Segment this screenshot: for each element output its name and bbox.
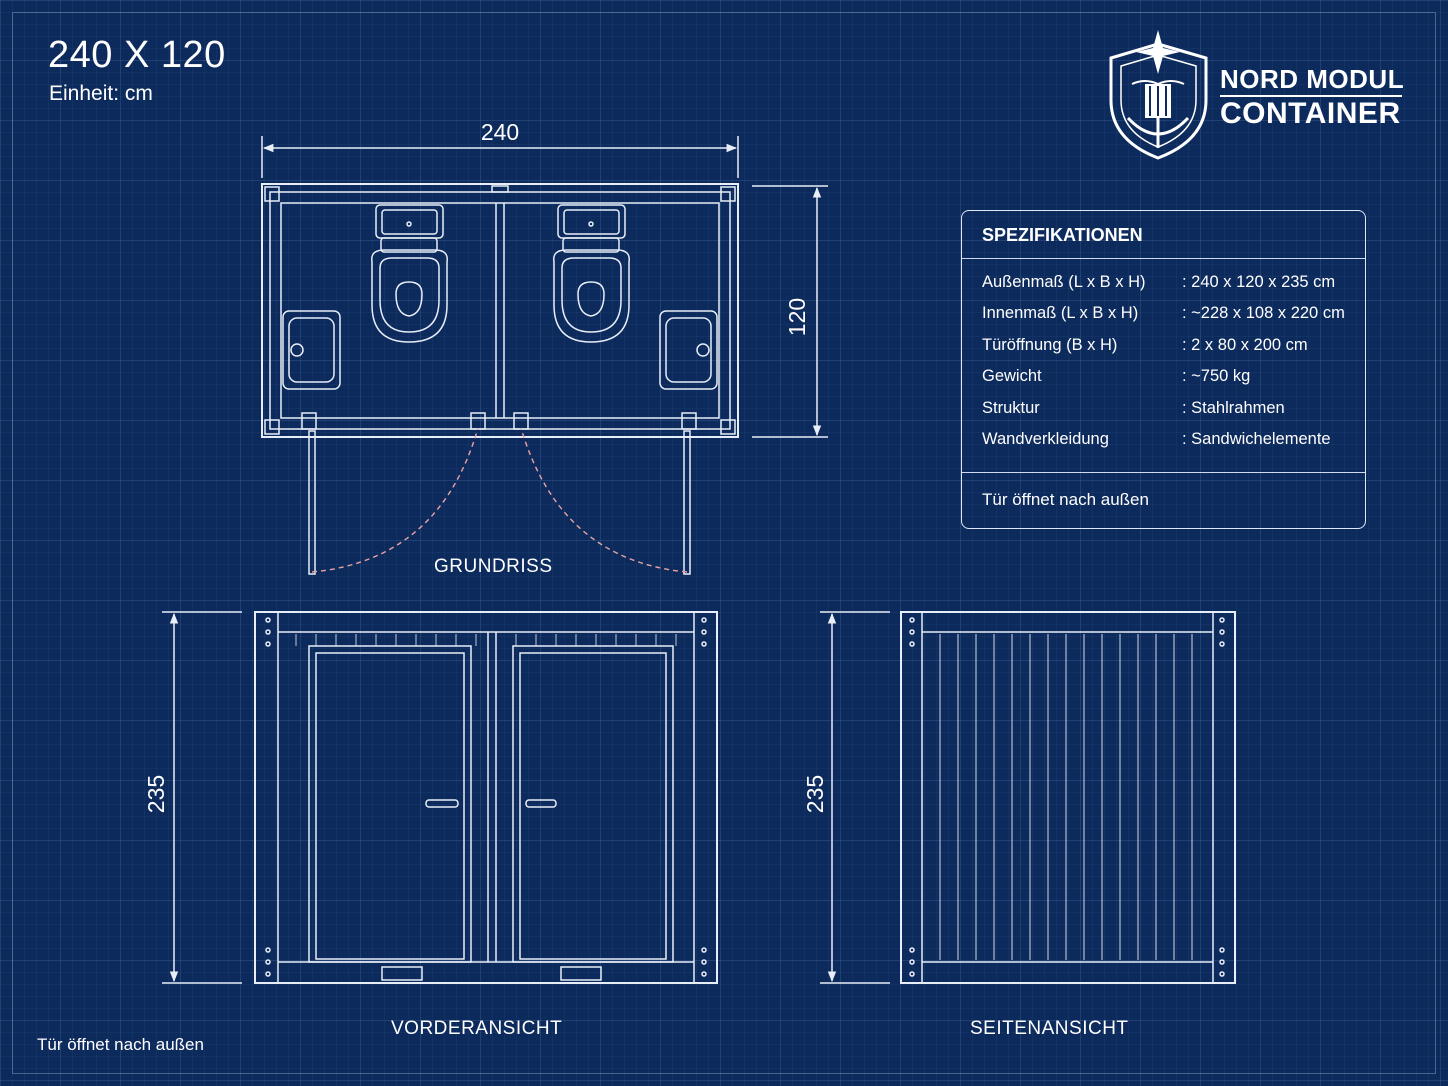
blueprint-frame — [12, 12, 1436, 1074]
spec-footer-note: Tür öffnet nach außen — [982, 490, 1149, 509]
footnote: Tür öffnet nach außen — [37, 1035, 204, 1054]
brand-name-line2: CONTAINER — [1220, 97, 1401, 130]
spec-title: SPEZIFIKATIONEN — [982, 225, 1143, 245]
page-title: 240 X 120 — [48, 34, 226, 76]
spec-key: Türöffnung (B x H) — [982, 336, 1118, 354]
front-view — [162, 611, 718, 984]
spec-row: Struktur : Stahlrahmen — [982, 399, 1357, 425]
plan-view-title: GRUNDRISS — [434, 556, 553, 577]
spec-row: Türöffnung (B x H) : 2 x 80 x 200 cm — [982, 336, 1357, 362]
spec-panel: SPEZIFIKATIONEN Außenmaß (L x B x H) : 2… — [961, 210, 1366, 529]
spec-key: Außenmaß (L x B x H) — [982, 273, 1146, 291]
side-height-label: 235 — [802, 775, 828, 813]
spec-value: : 240 x 120 x 235 cm — [1182, 273, 1336, 291]
spec-divider — [962, 258, 1365, 259]
spec-row: Außenmaß (L x B x H) : 240 x 120 x 235 c… — [982, 273, 1357, 299]
door-swing-arcs — [311, 427, 688, 573]
spec-value: : 2 x 80 x 200 cm — [1182, 336, 1308, 354]
spec-divider — [962, 472, 1365, 473]
spec-value: : ~750 kg — [1182, 367, 1251, 385]
spec-key: Gewicht — [982, 367, 1042, 385]
brand-name-line1: NORD MODUL — [1220, 64, 1405, 94]
spec-row: Innenmaß (L x B x H) : ~228 x 108 x 220 … — [982, 304, 1357, 330]
spec-key: Struktur — [982, 399, 1040, 417]
spec-value: : Stahlrahmen — [1182, 399, 1285, 417]
spec-value: : Sandwichelemente — [1182, 430, 1331, 448]
plan-depth-label: 120 — [784, 298, 810, 336]
unit-label: Einheit: cm — [49, 82, 153, 105]
spec-key: Innenmaß (L x B x H) — [982, 304, 1139, 322]
side-view-title: SEITENANSICHT — [970, 1018, 1129, 1039]
side-view — [820, 611, 1236, 984]
brand-shield-icon — [1109, 30, 1208, 160]
spec-value: : ~228 x 108 x 220 cm — [1182, 304, 1345, 322]
plan-view — [261, 136, 828, 575]
front-height-label: 235 — [143, 775, 169, 813]
spec-row: Gewicht : ~750 kg — [982, 367, 1357, 393]
spec-key: Wandverkleidung — [982, 430, 1109, 448]
spec-row: Wandverkleidung : Sandwichelemente — [982, 430, 1357, 456]
plan-width-label: 240 — [481, 119, 519, 145]
front-view-title: VORDERANSICHT — [391, 1018, 563, 1039]
